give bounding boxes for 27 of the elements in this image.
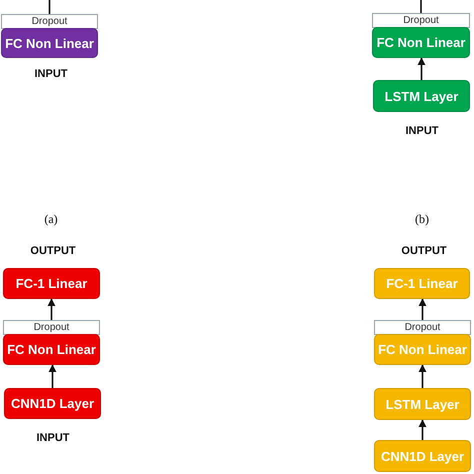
layer-box: FC Non Linear [3,334,100,365]
layer-box: FC Non Linear [372,27,470,58]
arrow [48,298,56,320]
panel-caption: (b) [415,212,429,227]
dropout-box: Dropout [1,14,98,29]
layer-box: CNN1D Layer [4,388,101,419]
io-label: INPUT [36,432,70,444]
io-label: INPUT [34,68,68,80]
arrow [418,419,426,440]
layer-box: FC Non Linear [1,28,98,58]
dropout-box: Dropout [372,13,470,28]
io-label: OUTPUT [401,245,447,257]
layer-box: LSTM Layer [373,80,470,112]
arrow [418,364,426,388]
arrow [418,57,426,80]
dropout-box: Dropout [3,320,100,335]
layer-box: FC Non Linear [374,334,471,365]
dropout-box: Dropout [374,320,471,335]
layer-box: LSTM Layer [374,388,471,420]
layer-box: FC-1 Linear [3,268,100,299]
arrow [48,364,56,388]
layer-box: FC-1 Linear [374,268,470,299]
io-label: OUTPUT [30,245,76,257]
io-label: INPUT [406,125,438,137]
arrow [418,298,426,320]
layer-box: CNN1D Layer [374,440,471,472]
panel-caption: (a) [44,212,58,227]
